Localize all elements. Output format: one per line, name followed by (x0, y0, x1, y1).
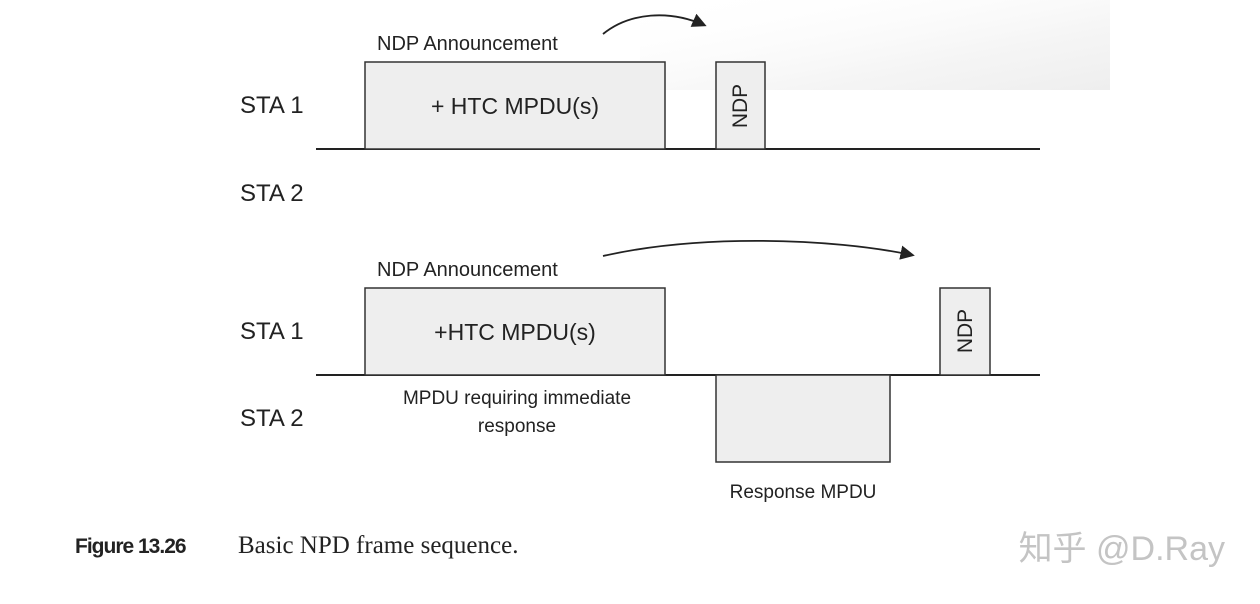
figure-caption-text: Basic NPD frame sequence. (238, 532, 518, 559)
sequence-1-announcement-arrow (602, 13, 707, 35)
sequence-1-sta1-label: STA 1 (240, 92, 304, 119)
sequence-2-response-label: Response MPDU (730, 482, 877, 503)
sequence-1-ndp-label: NDP (729, 84, 752, 128)
sequence-2-response-frame (715, 374, 891, 463)
sequence-2-requirement-line-2: response (478, 416, 556, 437)
sequence-2-htc-frame-label: +HTC MPDU(s) (434, 319, 596, 345)
sequence-2-announcement-label: NDP Announcement (377, 259, 558, 281)
sequence-2: STA 1 STA 2 NDP Announcement +HTC MPDU(s… (240, 239, 1040, 503)
sequence-2-announcement-arrow (602, 239, 915, 260)
sequence-2-ndp-frame (939, 287, 991, 376)
page-shading (640, 0, 1110, 90)
sequence-2-sta2-label: STA 2 (240, 405, 304, 432)
sequence-1-sta2-label: STA 2 (240, 180, 304, 207)
sequence-1-htc-frame-label: + HTC MPDU(s) (431, 93, 599, 119)
sequence-2-htc-frame (364, 287, 666, 376)
zhihu-watermark: 知乎 @D.Ray (1019, 530, 1225, 568)
sequence-2-sta1-label: STA 1 (240, 318, 304, 345)
sequence-1-htc-frame (364, 61, 666, 150)
figure-number: Figure 13.26 (75, 535, 186, 558)
sequence-1: STA 1 STA 2 NDP Announcement + HTC MPDU(… (240, 13, 1040, 207)
sequence-1-announcement-label: NDP Announcement (377, 33, 558, 55)
figure-caption: Figure 13.26 Basic NPD frame sequence. (75, 532, 518, 559)
sequence-1-ndp-frame (715, 61, 766, 150)
sequence-2-requirement-line-1: MPDU requiring immediate (403, 388, 631, 409)
sequence-2-ndp-label: NDP (954, 309, 977, 353)
